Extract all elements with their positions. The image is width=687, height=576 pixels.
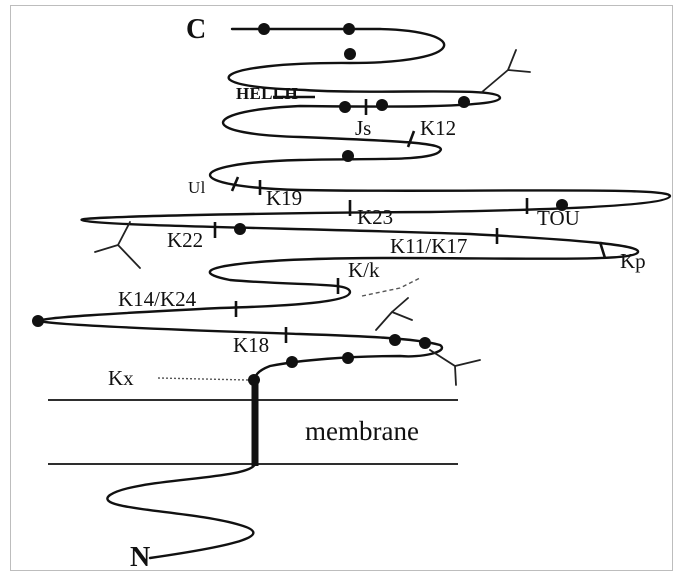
residue-dot (258, 23, 270, 35)
ul-tick (230, 176, 240, 192)
residue-dot (376, 99, 388, 111)
residue-dot (556, 199, 568, 211)
kk-dashed-link (361, 277, 421, 297)
glycan-branch (94, 221, 141, 269)
figure-frame (10, 5, 673, 571)
kp-tick (598, 241, 607, 259)
extracellular-chain (38, 27, 672, 385)
residue-dot (458, 96, 470, 108)
residue-dot (339, 101, 351, 113)
epitope-k18-label: K18 (233, 333, 269, 357)
residue-dot (389, 334, 401, 346)
membrane-label: membrane (305, 416, 419, 446)
residue-dot (248, 374, 260, 386)
residue-dot (234, 223, 246, 235)
epitope-hellh-label: HELLH (236, 84, 298, 103)
residue-dot (343, 23, 355, 35)
epitope-k19-label: K19 (266, 186, 302, 210)
c-terminus-label: C (186, 14, 206, 45)
glycan-branch (429, 349, 481, 386)
residue-dot (342, 352, 354, 364)
residue-dot (344, 48, 356, 60)
glycosylation-sites (94, 49, 531, 386)
glycan-branch (481, 49, 531, 93)
epitope-k14-k24-label: K14/K24 (118, 287, 197, 311)
epitope-tou-label: TOU (537, 206, 580, 230)
epitope-k11-k17-label: K11/K17 (390, 234, 467, 258)
epitope-js-label: Js (355, 116, 371, 140)
epitope-kp-label: Kp (620, 249, 646, 273)
epitope-k12-label: K12 (420, 116, 456, 140)
residue-dot (419, 337, 431, 349)
kx-label: Kx (108, 366, 134, 390)
epitope-k23-label: K23 (357, 205, 393, 229)
residue-dots (32, 23, 568, 386)
intracellular-chain (106, 462, 257, 560)
antigen-ticks (213, 95, 607, 343)
residue-dot (32, 315, 44, 327)
glycan-branch (375, 297, 413, 331)
kx-connector (157, 377, 249, 381)
residue-dot (342, 150, 354, 162)
epitope-k-k-label: K/k (348, 258, 380, 282)
residue-dot (286, 356, 298, 368)
epitope-ul-label: Ul (188, 178, 206, 197)
n-terminus-label: N (130, 542, 150, 573)
epitope-k22-label: K22 (167, 228, 203, 252)
k12-tick (406, 130, 416, 148)
